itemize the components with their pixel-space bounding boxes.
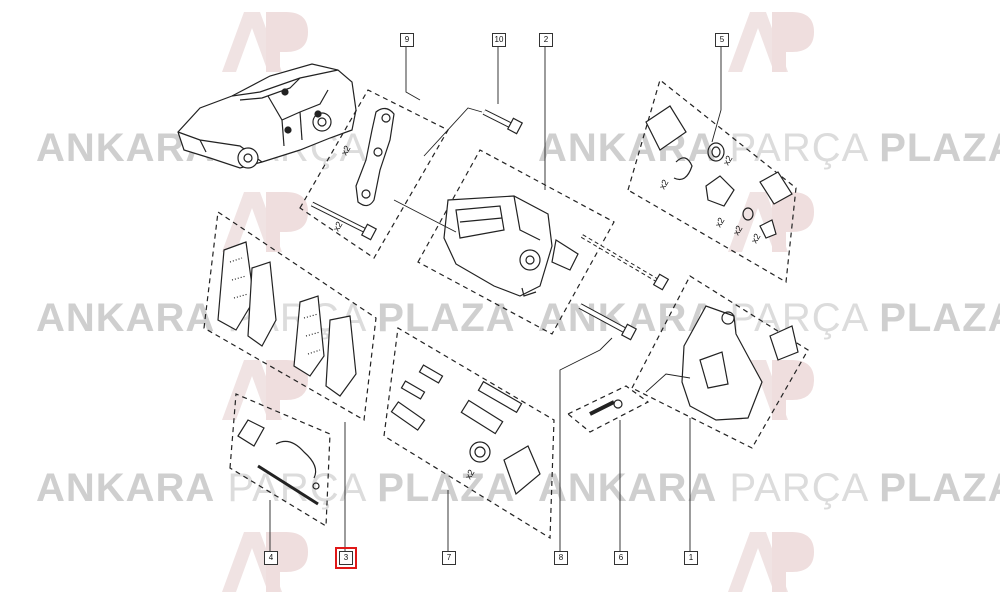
callout-10[interactable]: 10 [492,33,506,47]
group-2-caliper [417,149,615,335]
callout-3-highlighted[interactable]: 3 [335,547,357,569]
qty-bracket: x2 [339,144,352,157]
carrier-part [681,305,799,421]
qty-ring: x2 [657,178,670,191]
watermark-logo-1 [222,12,308,72]
quantity-labels: x2 x2 x2 x2 x2 x2 x2 x2 [331,144,762,481]
brake-pads [217,241,357,397]
callout-6[interactable]: 6 [614,551,628,565]
callout-9[interactable]: 9 [400,33,414,47]
qty-nut: x2 [731,224,744,237]
callout-5[interactable]: 5 [715,33,729,47]
watermark-row-2-right: ANKARA PARÇA PLAZA [538,296,1000,340]
caliper-body [443,195,670,297]
watermark-row-1-right: ANKARA PARÇA PLAZA [538,126,1000,170]
group-4-pin-kit [229,393,331,528]
seal-kit-parts [645,105,793,239]
callout-8[interactable]: 8 [554,551,568,565]
bracket-part [310,107,395,241]
watermark-row-3-right: ANKARA PARÇA PLAZA [538,466,1000,510]
car-illustration [177,63,357,169]
callout-2[interactable]: 2 [539,33,553,47]
watermark-logo-8 [728,532,814,592]
qty-seal: x2 [721,154,734,167]
group-1-carrier [631,275,809,449]
watermark-logo-2 [728,12,814,72]
pin-kit-parts [237,419,320,506]
leader-lines [269,44,722,552]
bolt-part-8 [578,303,638,341]
group-7-guide-pins [383,327,555,540]
group-3-brake-pads [203,210,377,421]
callout-4[interactable]: 4 [264,551,278,565]
qty-cap: x2 [749,232,762,245]
group-5-seal-kit [627,78,797,283]
qty-bolt: x2 [331,220,344,233]
qty-guide: x2 [463,468,476,481]
guide-pin-parts [390,364,541,496]
callout-1[interactable]: 1 [684,551,698,565]
watermark-row-3-left: ANKARA PARÇA PLAZA [36,466,516,510]
group-6-bleed-screw [566,385,650,433]
callout-7[interactable]: 7 [442,551,456,565]
bleed-screw-part [589,399,623,416]
bolt-part-10 [482,109,524,135]
qty-piston: x2 [713,216,726,229]
